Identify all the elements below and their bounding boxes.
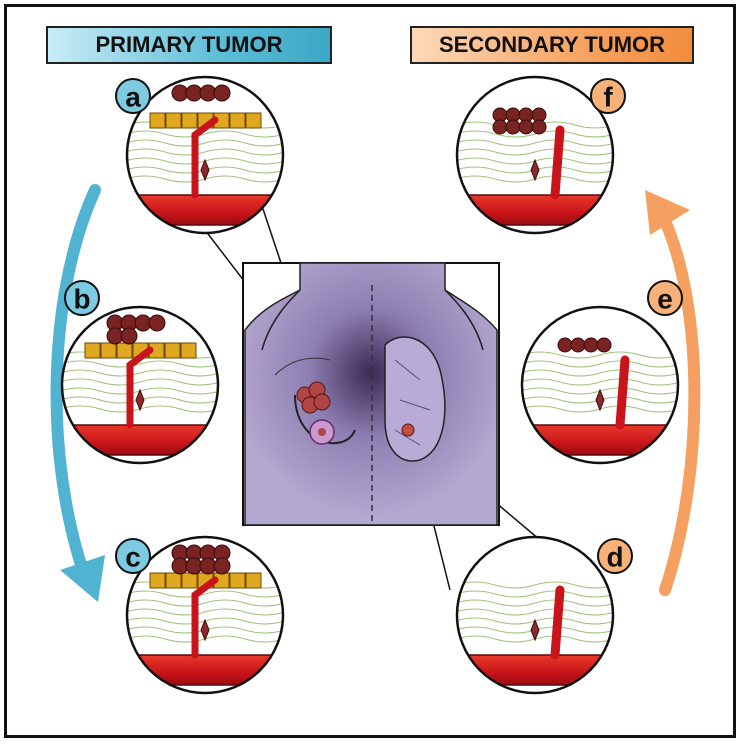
panel-label-text: f	[603, 82, 613, 113]
secondary-tumor-banner: SECONDARY TUMOR	[410, 26, 694, 64]
panel-c	[125, 535, 285, 695]
primary-tumor-banner: PRIMARY TUMOR	[46, 26, 332, 64]
secondary-arrow-head	[645, 190, 690, 235]
primary-progression-arrow	[50, 184, 101, 591]
panel-e-label: e	[647, 280, 683, 316]
panel-label-text: d	[606, 542, 623, 573]
panel-label-text: b	[73, 284, 90, 315]
panel-e	[520, 305, 680, 465]
panel-a-label: a	[115, 78, 151, 114]
panel-b-label: b	[64, 280, 100, 316]
secondary-progression-arrow	[654, 204, 701, 596]
panel-label-text: e	[657, 284, 673, 315]
central-body-illustration	[242, 262, 500, 526]
panel-d	[455, 535, 615, 695]
breast-tumor	[296, 381, 331, 414]
panel-c-label: c	[115, 538, 151, 574]
panel-label-text: c	[125, 542, 141, 573]
panel-a	[125, 75, 285, 235]
outer-frame	[4, 4, 736, 738]
lung-metastasis	[401, 423, 415, 437]
panel-d-label: d	[597, 538, 633, 574]
panel-f-label: f	[590, 78, 626, 114]
panel-label-text: a	[125, 82, 141, 113]
primary-arrow-head	[60, 555, 105, 602]
panel-b	[60, 305, 220, 465]
panel-f	[455, 75, 615, 235]
